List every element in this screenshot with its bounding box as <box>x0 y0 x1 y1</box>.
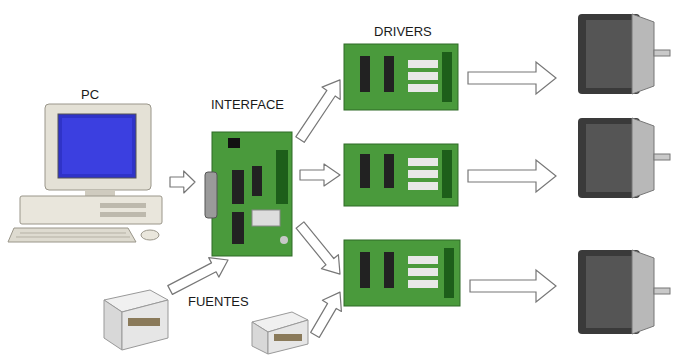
driver-boards <box>344 44 460 306</box>
drivers-node: DRIVERS <box>340 18 465 313</box>
hollow-arrow <box>168 258 228 295</box>
hollow-arrow <box>170 171 195 193</box>
motor-arrows <box>468 62 556 302</box>
hollow-arrow <box>311 292 342 337</box>
hollow-arrow <box>300 164 340 186</box>
power-supplies <box>104 290 308 354</box>
hollow-arrow <box>296 222 340 274</box>
component-label: PC <box>81 87 99 103</box>
component-label: FUENTES <box>188 294 249 310</box>
pc-node: PC <box>10 85 170 240</box>
interface-node: INTERFACE <box>195 95 300 260</box>
component-label: INTERFACE <box>211 97 284 113</box>
component-label: DRIVERS <box>374 24 432 40</box>
interface-board <box>205 132 292 256</box>
power-supply-node: FUENTES <box>100 290 315 356</box>
hollow-arrow <box>296 80 340 142</box>
pc-illustration <box>8 104 162 242</box>
stepper-motors <box>578 14 670 334</box>
